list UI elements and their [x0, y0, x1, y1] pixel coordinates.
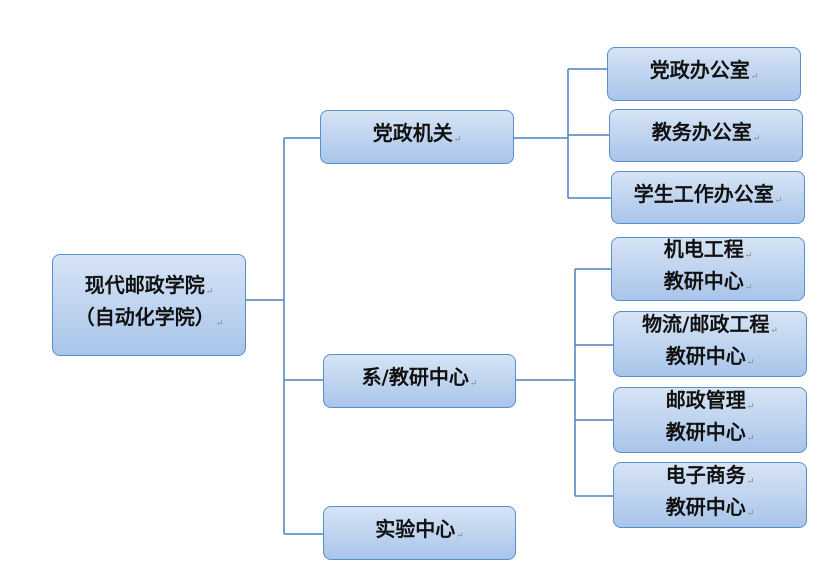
- node-ecommerce: 电子商务 教研中心: [613, 462, 807, 528]
- node-root: 现代邮政学院 （自动化学院）: [52, 254, 246, 356]
- node-lab-label: 实验中心: [375, 517, 464, 549]
- node-party-office: 党政办公室: [607, 47, 801, 101]
- node-root-line-1: 现代邮政学院: [85, 273, 214, 305]
- node-academic-affairs: 教务办公室: [609, 109, 803, 162]
- node-student-affairs-label: 学生工作办公室: [634, 182, 783, 214]
- node-mechatronics: 机电工程 教研中心: [611, 237, 805, 301]
- node-mechatronics-line-1: 机电工程: [664, 237, 753, 269]
- node-root-line-2: （自动化学院）: [75, 305, 224, 337]
- node-student-affairs: 学生工作办公室: [611, 171, 805, 224]
- node-logistics: 物流/邮政工程 教研中心: [613, 311, 807, 377]
- node-postal-management-line-1: 邮政管理: [666, 388, 755, 420]
- node-party-label: 党政机关: [373, 121, 462, 153]
- node-dept: 系/教研中心: [323, 354, 516, 408]
- node-ecommerce-line-2: 教研中心: [666, 495, 755, 527]
- node-academic-affairs-label: 教务办公室: [652, 120, 761, 152]
- node-party-office-label: 党政办公室: [650, 58, 759, 90]
- node-mechatronics-line-2: 教研中心: [664, 269, 753, 301]
- node-party: 党政机关: [320, 110, 514, 164]
- node-postal-management-line-2: 教研中心: [666, 420, 755, 452]
- node-postal-management: 邮政管理 教研中心: [613, 387, 807, 453]
- node-logistics-line-2: 教研中心: [666, 344, 755, 376]
- node-ecommerce-line-1: 电子商务: [666, 463, 755, 495]
- node-logistics-line-1: 物流/邮政工程: [642, 312, 778, 344]
- node-lab: 实验中心: [323, 506, 516, 560]
- node-dept-label: 系/教研中心: [362, 365, 478, 397]
